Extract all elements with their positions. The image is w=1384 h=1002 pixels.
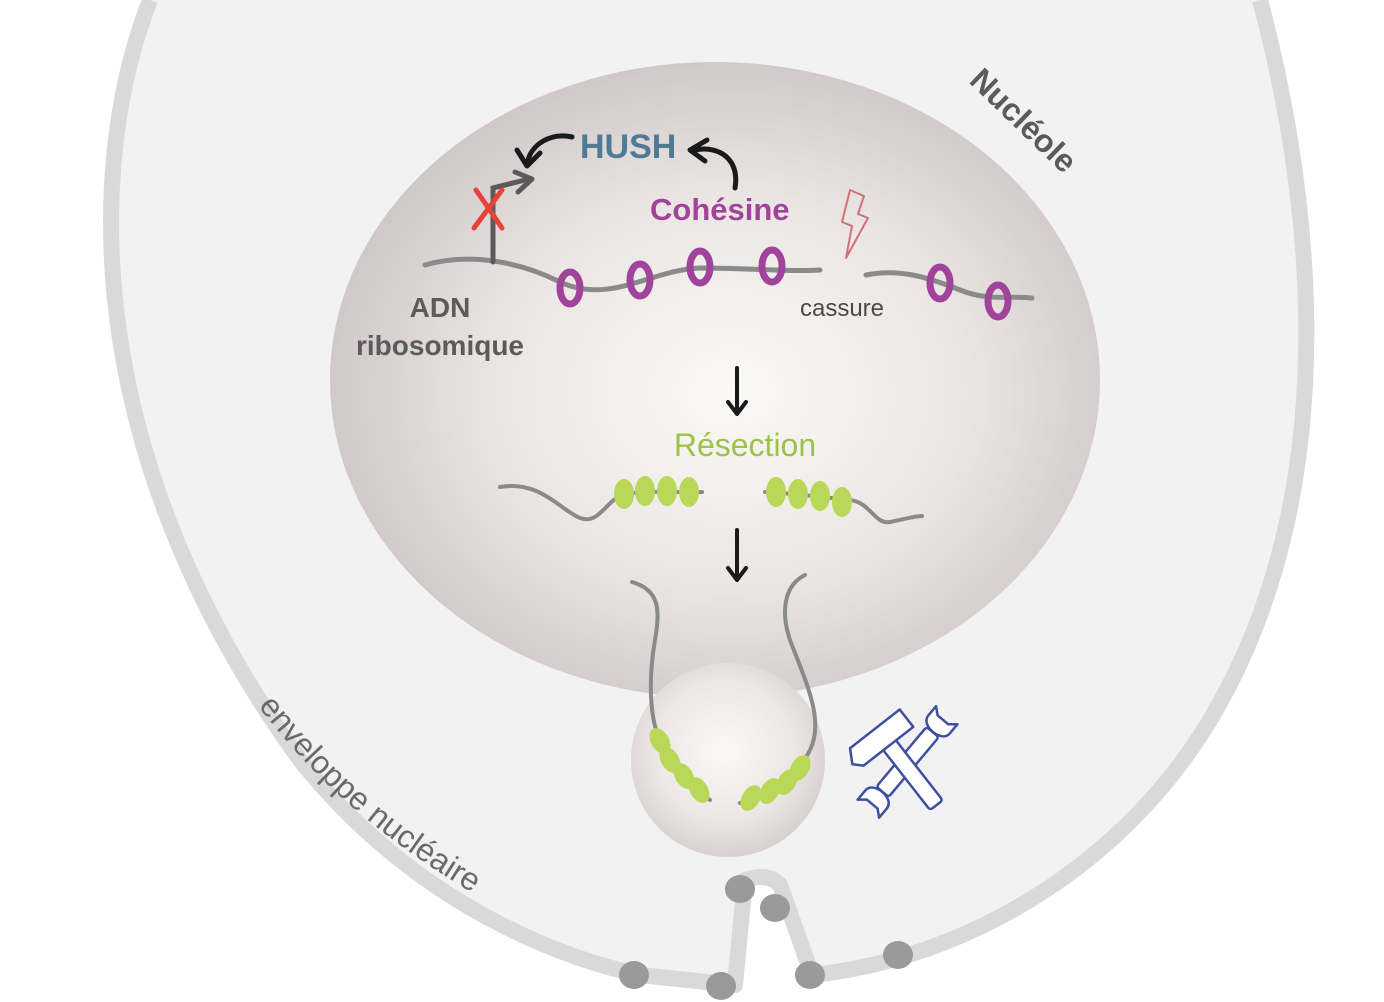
- resection-protein: [679, 477, 699, 507]
- lightning-icon: [841, 189, 869, 259]
- resection-protein: [810, 481, 830, 511]
- nuclear-pore: [706, 972, 736, 1000]
- nuclear-pore: [619, 961, 649, 989]
- cohesin-ring: [926, 263, 954, 303]
- nuclear-pore: [725, 875, 755, 903]
- resection-protein: [614, 479, 634, 509]
- resection-protein: [766, 477, 786, 507]
- nucleolus: [330, 62, 1100, 698]
- repair-protein: [688, 777, 710, 803]
- resection-protein: [788, 479, 808, 509]
- nuclear-pore: [760, 894, 790, 922]
- resection-label: Résection: [674, 427, 816, 463]
- cohesin-ring: [984, 281, 1012, 321]
- resection-protein: [832, 487, 852, 517]
- resection-protein: [657, 476, 677, 506]
- nuclear-pore: [795, 961, 825, 989]
- nucleolar-cap: [631, 663, 825, 857]
- transcription-arrow-icon: [490, 169, 535, 265]
- rdna-label-line1: ADN: [410, 292, 471, 323]
- repair-protein: [740, 785, 762, 811]
- resection-proteins: [614, 476, 852, 517]
- cohesin-ring: [626, 260, 654, 300]
- break-label: cassure: [800, 295, 884, 322]
- arrow-down-icon: [726, 366, 748, 416]
- cohesin-ring: [556, 268, 584, 308]
- cohesin-to-hush-arrow: [687, 137, 739, 191]
- cohesin-ring: [686, 247, 714, 287]
- arrow-down-icon: [726, 528, 748, 582]
- cohesin-label: Cohésine: [650, 192, 790, 227]
- repair-proteins: [649, 728, 811, 811]
- nuclear-pores: [619, 875, 913, 1000]
- rdna-label-line2: ribosomique: [356, 330, 524, 361]
- repair-tools-icon: [848, 704, 959, 819]
- rdna-fiber-broken: [863, 270, 1035, 301]
- blocked-cross-icon: [471, 187, 505, 231]
- hush-label: HUSH: [580, 128, 676, 166]
- resection-protein: [635, 476, 655, 506]
- nuclear-envelope: [103, 0, 1315, 993]
- repair-protein: [759, 778, 781, 804]
- cohesin-ring: [758, 246, 786, 286]
- hush-to-promoter-arrow: [514, 133, 575, 169]
- nuclear-pore: [883, 941, 913, 969]
- cohesin-rings: [556, 246, 1012, 321]
- repair-protein: [789, 755, 811, 781]
